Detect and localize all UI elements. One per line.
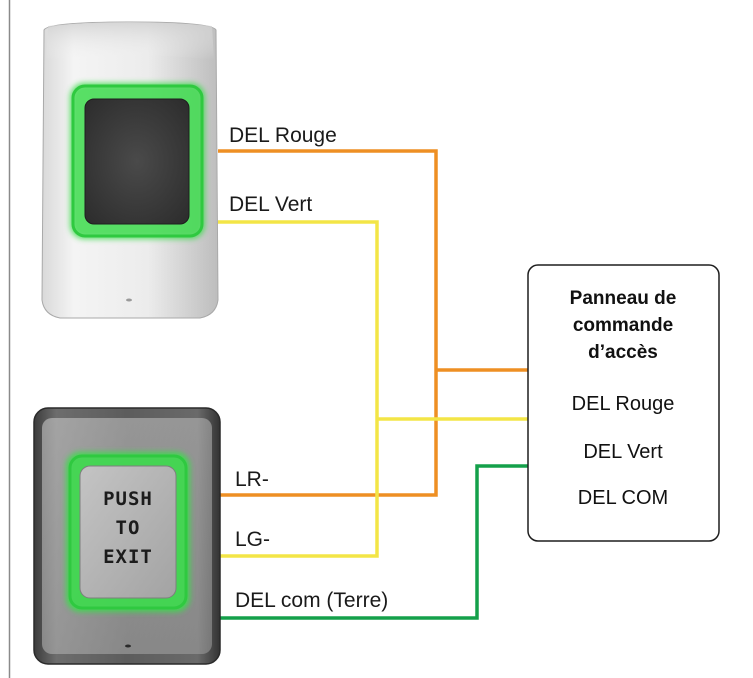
reader-card-pad: [84, 98, 190, 225]
panel-terminal-red-led: DEL Rouge: [572, 393, 675, 415]
exit-push-button: [79, 465, 177, 599]
panel-terminal-com: DEL COM: [578, 487, 668, 509]
reader-label-red-led: DEL Rouge: [229, 124, 337, 147]
panel-title-line-2: commande: [573, 315, 673, 336]
access-control-panel: Panneau de commande d’accès DEL Rouge DE…: [527, 264, 720, 542]
panel-terminal-green-led: DEL Vert: [583, 441, 663, 463]
red-led-wire: [217, 149, 438, 497]
push-to-exit-button-device: PUSH TO EXIT: [33, 407, 221, 665]
proximity-reader: [41, 21, 219, 319]
exit-label-common: DEL com (Terre): [235, 589, 388, 612]
common-wire: [217, 464, 528, 620]
panel-title-line-3: d’accès: [588, 342, 658, 363]
panel-box: [527, 264, 720, 542]
exit-button-text-line-2: TO: [116, 517, 141, 539]
panel-title-line-1: Panneau de: [570, 288, 677, 309]
green-led-wire: [217, 220, 379, 558]
reader-label-green-led: DEL Vert: [229, 193, 312, 216]
exit-button-text-line-3: EXIT: [103, 546, 153, 568]
exit-label-lr: LR-: [235, 468, 269, 491]
exit-label-lg: LG-: [235, 528, 270, 551]
exit-button-text-line-1: PUSH: [103, 488, 153, 510]
